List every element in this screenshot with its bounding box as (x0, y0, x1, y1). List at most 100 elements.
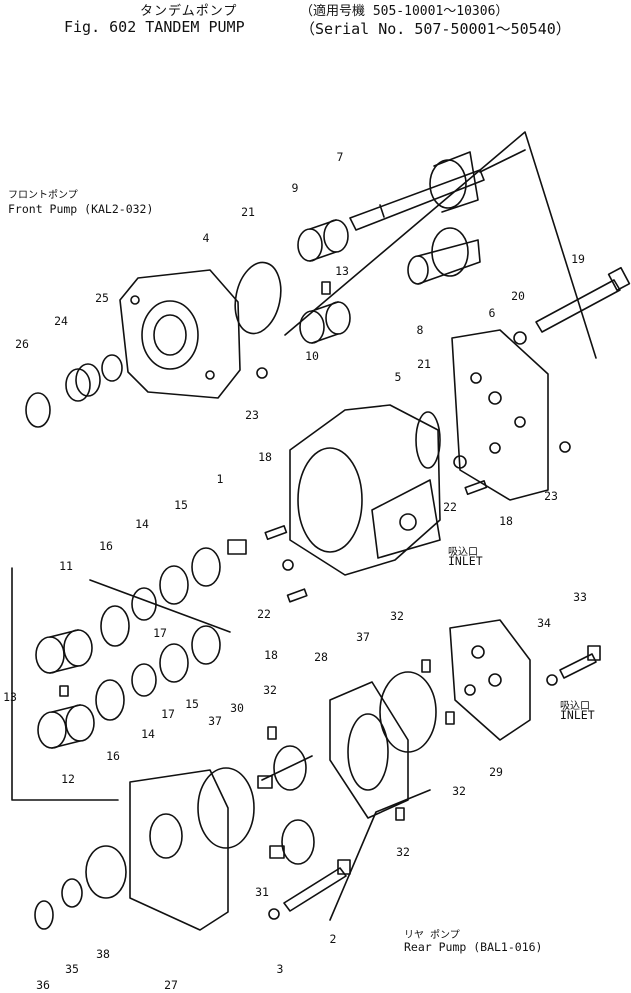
callout-27: 27 (164, 978, 178, 992)
callout-13-left: 13 (3, 690, 17, 704)
callout-23-right: 23 (544, 489, 558, 503)
cover-27 (129, 769, 229, 931)
pin-18-left (264, 525, 288, 541)
callout-11: 11 (59, 559, 73, 573)
bolt-33 (559, 645, 601, 679)
pin-18-lower (286, 588, 308, 603)
inlet-label-front: INLET (448, 554, 483, 568)
callout-29: 29 (489, 765, 503, 779)
callout-37-right: 37 (356, 630, 370, 644)
driven-gear-8 (407, 227, 481, 285)
callout-37-left: 37 (208, 714, 222, 728)
bearing-35 (61, 878, 83, 908)
callout-30: 30 (230, 701, 244, 715)
bolt-2 (283, 859, 351, 912)
o-ring-37-left (197, 767, 255, 849)
rear-cover-6 (451, 329, 549, 501)
rear-pump-label-jp: リヤ ポンプ (404, 930, 460, 941)
drive-gear-30 (257, 745, 313, 791)
callout-31: 31 (255, 885, 269, 899)
washer-20 (513, 331, 527, 345)
drive-shaft-gear-7 (349, 149, 526, 231)
plug-23-top (256, 367, 268, 379)
pin-32-left (267, 726, 277, 740)
callout-23: 23 (245, 408, 259, 422)
o-ring-22-lower (282, 559, 294, 571)
callout-8: 8 (416, 323, 424, 337)
bolt-19 (535, 266, 631, 333)
pin-32-right (445, 711, 455, 725)
bearing-24 (65, 363, 101, 402)
o-ring-21-top (234, 261, 282, 335)
driven-gear-31 (269, 819, 315, 865)
o-ring-22-upper (453, 455, 467, 469)
plate-14-lower (131, 663, 157, 697)
callout-14: 14 (135, 517, 149, 531)
callout-13: 13 (335, 264, 349, 278)
o-ring-38 (85, 845, 127, 899)
callout-1: 1 (216, 472, 224, 486)
bushing-11 (35, 629, 93, 674)
front-pump-label-jp: フロントポンプ (8, 190, 78, 201)
callout-34: 34 (537, 616, 551, 630)
callout-28: 28 (314, 650, 328, 664)
ring-15-b (159, 565, 189, 605)
callout-6: 6 (488, 306, 496, 320)
bearing-16-upper (100, 605, 130, 647)
callout-16: 16 (99, 539, 113, 553)
callout-21: 21 (241, 205, 255, 219)
pump-body-5 (289, 404, 441, 576)
dowel-pin-13 (321, 281, 331, 295)
callout-22-lower: 22 (257, 607, 271, 621)
callout-19: 19 (571, 252, 585, 266)
coupling-1 (227, 539, 247, 555)
rear-cover-29 (449, 619, 531, 741)
figure-title: Fig. 602 TANDEM PUMP (64, 18, 245, 36)
inlet-label-jp-front: 吸込口 (448, 547, 478, 558)
callout-3: 3 (276, 962, 284, 976)
callout-32-left: 32 (263, 683, 277, 697)
callout-35: 35 (65, 962, 79, 976)
callout-32-top: 32 (390, 609, 404, 623)
callout-15-lower: 15 (185, 697, 199, 711)
pin-18-right (464, 480, 488, 496)
callout-25: 25 (95, 291, 109, 305)
front-cover-4 (119, 269, 241, 399)
callout-4: 4 (202, 231, 210, 245)
bearing-16-lower (95, 679, 125, 721)
o-ring-21-mid (415, 411, 441, 469)
left-group-frame (11, 567, 231, 801)
callout-20: 20 (511, 289, 525, 303)
callout-36: 36 (36, 978, 50, 992)
callout-38: 38 (96, 947, 110, 961)
front-pump-label: Front Pump (KAL2-032) (8, 202, 154, 216)
callout-17: 17 (153, 626, 167, 640)
washer-34 (546, 674, 558, 686)
callout-7: 7 (336, 150, 344, 164)
callout-9: 9 (291, 181, 299, 195)
callout-21-mid: 21 (417, 357, 431, 371)
callout-2: 2 (329, 932, 337, 946)
snap-ring-26 (25, 392, 51, 428)
callout-12: 12 (61, 772, 75, 786)
callout-32-right: 32 (452, 784, 466, 798)
pin-32-top (421, 659, 431, 673)
washer-25 (101, 354, 123, 382)
bushing-10 (299, 301, 351, 344)
rear-pump-label: Rear Pump (BAL1-016) (404, 940, 543, 954)
body-28 (329, 681, 409, 819)
pin-32-bottom (395, 807, 405, 821)
callout-10: 10 (305, 349, 319, 363)
inlet-label-rear: INLET (560, 708, 595, 722)
ring-15-a (191, 547, 221, 587)
ring-15-d (159, 643, 189, 683)
washer-3 (268, 908, 280, 920)
inlet-label-jp-rear: 吸込口 (560, 701, 590, 712)
bushing-9 (297, 219, 349, 262)
serial-range: （Serial No. 507-50001～50540） (300, 20, 571, 38)
rear-gear-frame (329, 789, 431, 921)
callout-18-right: 18 (499, 514, 513, 528)
callout-5: 5 (394, 370, 402, 384)
callout-15: 15 (174, 498, 188, 512)
